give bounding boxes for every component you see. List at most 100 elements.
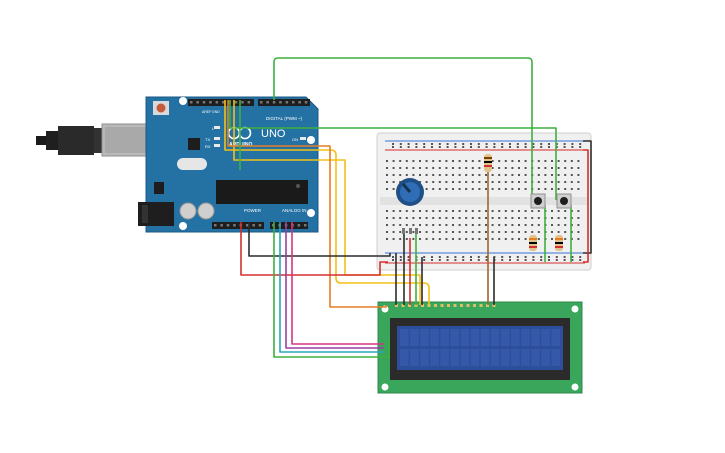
rail-hole bbox=[477, 256, 480, 258]
breadboard-hole bbox=[478, 231, 481, 233]
breadboard-hole bbox=[392, 210, 395, 212]
potentiometer-icon[interactable] bbox=[396, 178, 424, 234]
rail-hole bbox=[438, 259, 441, 261]
rail-hole bbox=[571, 143, 574, 145]
breadboard-hole bbox=[425, 224, 428, 226]
breadboard-hole bbox=[425, 160, 428, 162]
rail-hole bbox=[571, 259, 574, 261]
breadboard-hole bbox=[544, 160, 547, 162]
breadboard-hole bbox=[544, 167, 547, 169]
breadboard-hole bbox=[551, 167, 553, 169]
breadboard-hole bbox=[485, 188, 487, 190]
analog-header[interactable] bbox=[270, 222, 308, 229]
breadboard-hole bbox=[452, 181, 454, 183]
lcd-char-cell bbox=[410, 329, 419, 346]
rail-hole bbox=[501, 256, 504, 258]
breadboard-hole bbox=[544, 188, 547, 190]
breadboard-hole bbox=[465, 217, 468, 219]
breadboard-hole bbox=[386, 217, 388, 219]
lcd-pin bbox=[473, 304, 476, 307]
usb-connector-icon bbox=[36, 123, 151, 157]
breadboard-hole bbox=[438, 210, 441, 212]
power-header[interactable] bbox=[212, 222, 264, 229]
breadboard-hole bbox=[438, 231, 441, 233]
header-pin bbox=[285, 101, 289, 104]
breadboard-hole bbox=[570, 174, 573, 176]
lcd-pin bbox=[414, 304, 418, 307]
breadboard-hole bbox=[498, 188, 501, 190]
breadboard-hole bbox=[564, 160, 567, 162]
pushbutton-icon[interactable] bbox=[530, 193, 546, 209]
lcd-pin bbox=[434, 304, 437, 307]
arduino-uno-board[interactable]: UNO ARDUINO L TX RX ON DIGITAL (PWM ~) P… bbox=[36, 96, 319, 233]
breadboard-hole bbox=[557, 231, 560, 233]
breadboard-hole bbox=[504, 210, 507, 212]
breadboard-hole bbox=[518, 174, 520, 176]
breadboard-hole bbox=[577, 174, 580, 176]
breadboard-hole bbox=[425, 238, 428, 240]
breadboard-hole bbox=[557, 217, 560, 219]
wire-green-a0 bbox=[273, 222, 390, 358]
lcd-char-cell bbox=[541, 329, 550, 346]
breadboard-hole bbox=[432, 224, 435, 226]
breadboard-hole bbox=[498, 160, 501, 162]
lcd-char-cell bbox=[521, 329, 530, 346]
breadboard-hole bbox=[438, 167, 441, 169]
rail-hole bbox=[399, 146, 402, 148]
led-rx bbox=[214, 144, 220, 147]
breadboard-hole bbox=[419, 217, 421, 219]
breadboard-hole bbox=[465, 188, 468, 190]
rail-hole bbox=[509, 256, 511, 258]
breadboard-hole bbox=[504, 231, 507, 233]
breadboard-hole bbox=[577, 181, 580, 183]
rail-hole bbox=[407, 259, 410, 261]
breadboard-hole bbox=[412, 217, 415, 219]
breadboard-hole bbox=[537, 238, 540, 240]
digital-header-left[interactable] bbox=[188, 99, 254, 106]
rail-hole bbox=[548, 146, 550, 148]
wire-black-rail-right bbox=[583, 140, 592, 254]
breadboard-hole bbox=[551, 238, 553, 240]
breadboard-hole bbox=[471, 217, 474, 219]
breadboard-hole bbox=[537, 224, 540, 226]
pushbutton-icon[interactable] bbox=[556, 193, 572, 209]
wire-yellow-1 bbox=[224, 100, 430, 305]
reset-button[interactable] bbox=[153, 101, 169, 115]
breadboard-hole bbox=[392, 174, 395, 176]
lcd-char-cell bbox=[501, 349, 510, 366]
header-pin bbox=[258, 224, 262, 227]
breadboard[interactable] bbox=[376, 132, 592, 271]
breadboard-hole bbox=[399, 167, 402, 169]
breadboard-hole bbox=[412, 160, 415, 162]
breadboard-hole bbox=[386, 167, 388, 169]
rail-hole bbox=[454, 259, 457, 261]
lcd-char-cell bbox=[440, 349, 449, 366]
breadboard-hole bbox=[544, 174, 547, 176]
breadboard-hole bbox=[412, 231, 415, 233]
breadboard-hole bbox=[405, 167, 408, 169]
breadboard-hole bbox=[445, 188, 448, 190]
breadboard-hole bbox=[392, 217, 395, 219]
digital-header-right[interactable] bbox=[258, 99, 310, 106]
breadboard-hole bbox=[524, 174, 527, 176]
lcd-char-cell bbox=[400, 329, 409, 346]
lcd-16x2[interactable] bbox=[377, 301, 583, 394]
breadboard-hole bbox=[524, 238, 527, 240]
breadboard-hole bbox=[511, 217, 514, 219]
breadboard-hole bbox=[465, 210, 468, 212]
lcd-pin bbox=[408, 304, 411, 307]
breadboard-hole bbox=[392, 181, 395, 183]
rail-hole bbox=[438, 256, 441, 258]
rail-hole bbox=[423, 256, 426, 258]
breadboard-hole bbox=[471, 224, 474, 226]
lcd-char-cell bbox=[410, 349, 419, 366]
header-pin bbox=[215, 101, 219, 104]
breadboard-hole bbox=[432, 167, 435, 169]
breadboard-hole bbox=[537, 167, 540, 169]
header-pin bbox=[234, 101, 238, 104]
rail-hole bbox=[563, 146, 566, 148]
header-pin bbox=[214, 224, 217, 227]
rail-hole bbox=[485, 143, 488, 145]
breadboard-hole bbox=[564, 174, 567, 176]
